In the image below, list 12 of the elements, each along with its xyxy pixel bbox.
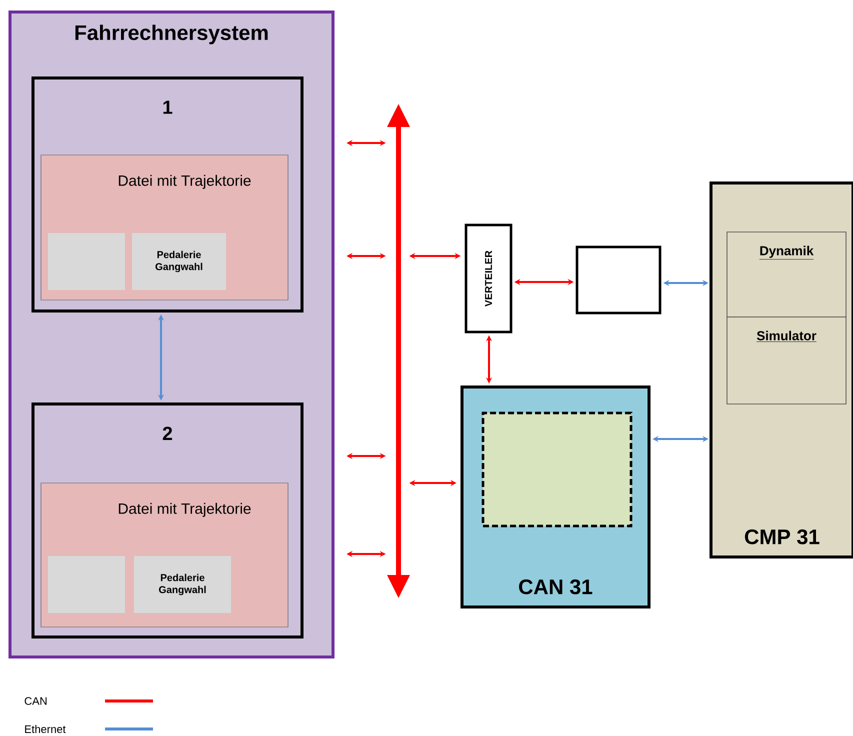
distributor-box: VERTEILER — [464, 224, 512, 334]
adapter-box — [576, 246, 662, 314]
device-box: Pedalerie Gangwahl — [134, 556, 231, 613]
device-box — [48, 556, 125, 613]
software-box — [482, 412, 632, 528]
device-box: Pedalerie Gangwahl — [132, 233, 226, 290]
module-box: Dynamik — [726, 232, 846, 318]
legend-label: CAN — [24, 697, 47, 705]
bus-arrow — [387, 104, 410, 598]
legend-label: Ethernet — [25, 724, 66, 734]
module-box: Simulator — [726, 316, 846, 404]
device-box — [48, 233, 125, 290]
